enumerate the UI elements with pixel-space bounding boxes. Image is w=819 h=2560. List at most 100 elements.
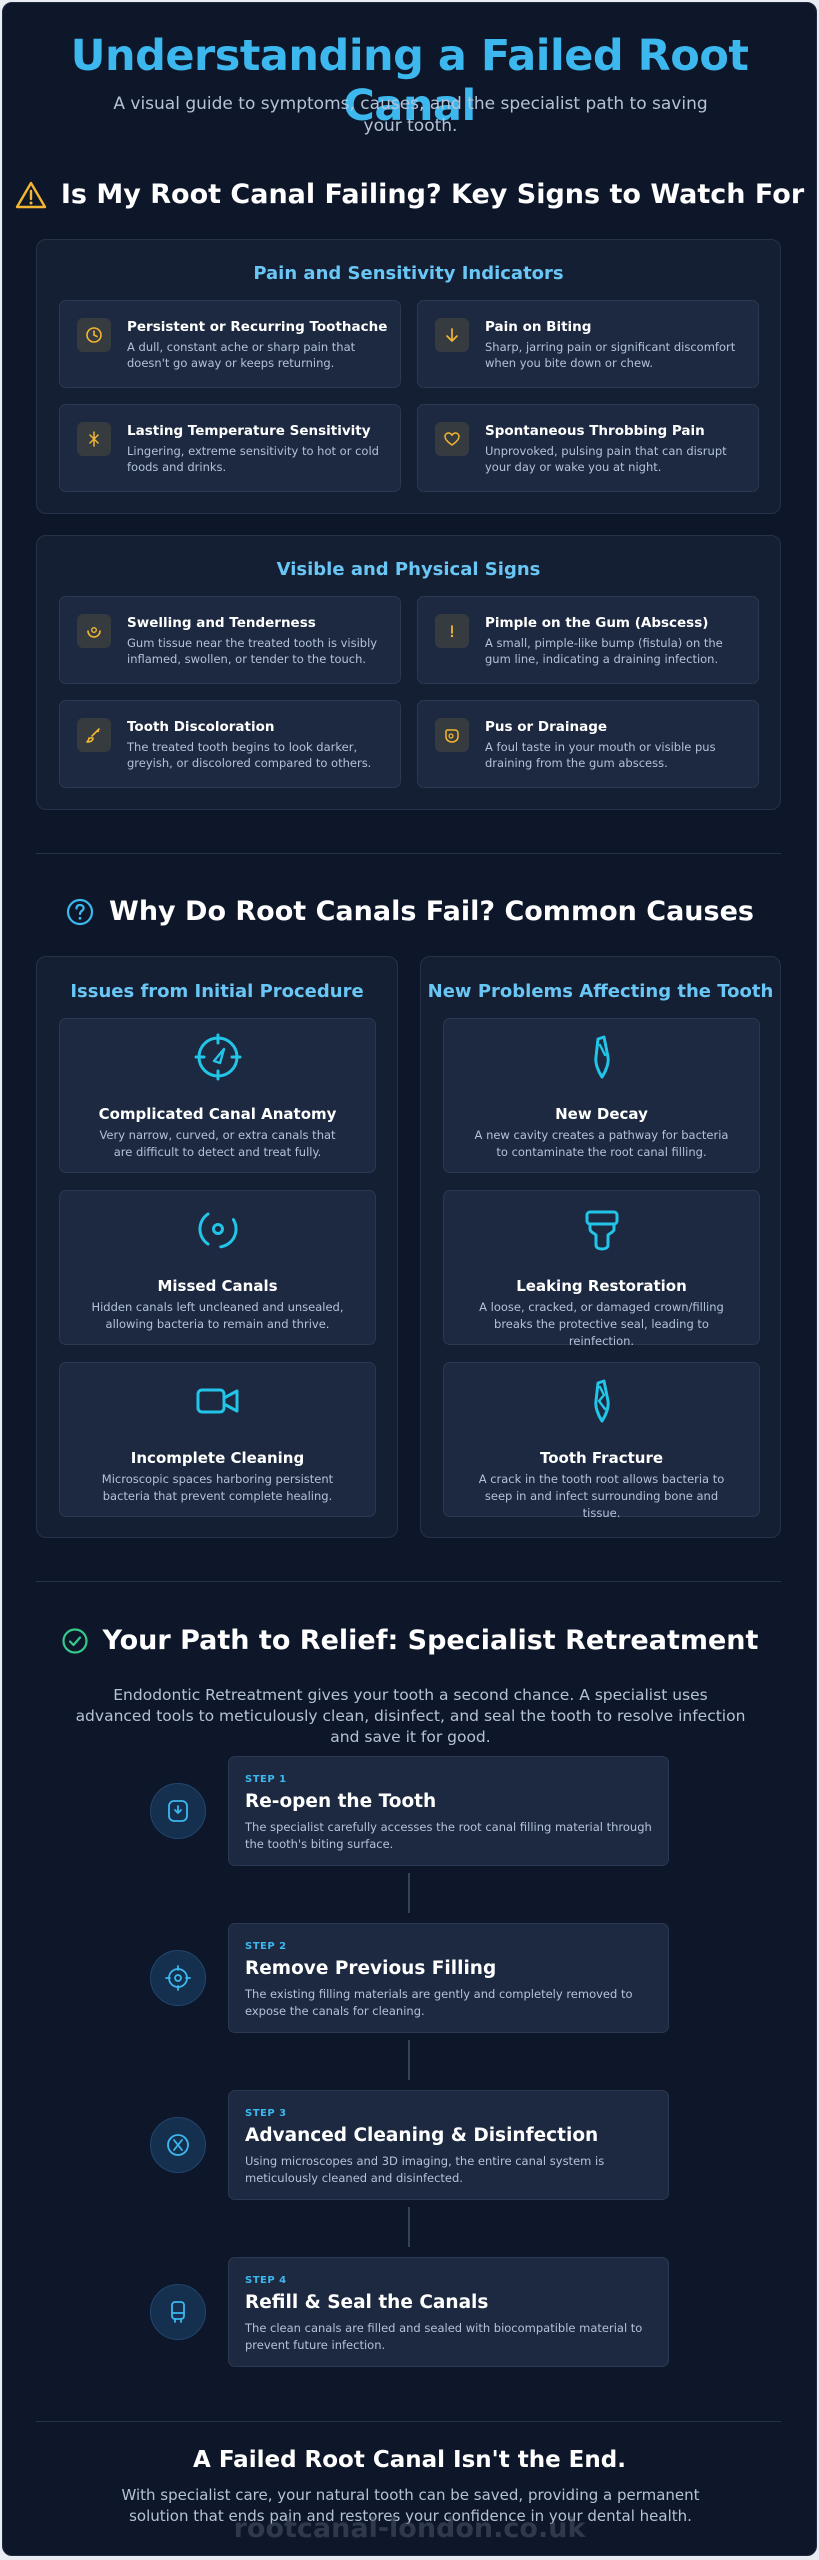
- signs-heading: Is My Root Canal Failing? Key Signs to W…: [3, 179, 816, 210]
- new-problems-panel: New Problems Affecting the Tooth New Dec…: [420, 956, 781, 1538]
- signs-heading-text: Is My Root Canal Failing? Key Signs to W…: [60, 179, 805, 210]
- watermark: rootcanal-london.co.uk: [233, 2513, 586, 2544]
- question-icon: [66, 898, 94, 925]
- cause-title: Complicated Canal Anatomy: [98, 1105, 337, 1123]
- drop-icon: [435, 718, 469, 752]
- sign-card: Swelling and Tenderness Gum tissue near …: [59, 596, 401, 684]
- page-subtitle: A visual guide to symptoms, causes, and …: [113, 94, 708, 136]
- sign-title: Swelling and Tenderness: [127, 615, 316, 631]
- sign-card: Persistent or Recurring Toothache A dull…: [59, 300, 401, 388]
- cause-card: Missed Canals Hidden canals left unclean…: [59, 1190, 376, 1345]
- pain-panel-title: Pain and Sensitivity Indicators: [253, 263, 564, 284]
- sign-title: Pain on Biting: [485, 319, 592, 335]
- step-label: STEP 4: [245, 2275, 287, 2286]
- cause-card: New Decay A new cavity creates a pathway…: [443, 1018, 760, 1173]
- warning-icon: [15, 181, 47, 208]
- sign-desc: Unprovoked, pulsing pain that can disrup…: [485, 444, 727, 474]
- step-card: STEP 3 Advanced Cleaning & Disinfection …: [228, 2090, 669, 2200]
- brush-icon: [77, 718, 111, 752]
- step-title: Advanced Cleaning & Disinfection: [245, 2125, 599, 2146]
- compass-icon: [60, 1033, 375, 1081]
- crown-icon: [444, 1205, 759, 1253]
- cause-desc: Hidden canals left uncleaned and unseale…: [91, 1300, 344, 1331]
- relief-heading-text: Your Path to Relief: Specialist Retreatm…: [102, 1625, 759, 1656]
- cause-title: Missed Canals: [157, 1277, 278, 1295]
- step-desc: The specialist carefully accesses the ro…: [245, 1820, 652, 1851]
- sign-card: Pimple on the Gum (Abscess) A small, pim…: [417, 596, 759, 684]
- page-title: Understanding a Failed Root Canal: [70, 31, 749, 131]
- sign-title: Tooth Discoloration: [127, 719, 275, 735]
- cause-card: Complicated Canal Anatomy Very narrow, c…: [59, 1018, 376, 1173]
- sign-desc: A foul taste in your mouth or visible pu…: [485, 740, 716, 770]
- sign-desc: A small, pimple-like bump (fistula) on t…: [485, 636, 723, 666]
- sign-desc: Lingering, extreme sensitivity to hot or…: [127, 444, 379, 474]
- sign-desc: Sharp, jarring pain or significant disco…: [485, 340, 736, 370]
- sign-title: Lasting Temperature Sensitivity: [127, 423, 371, 439]
- sign-desc: Gum tissue near the treated tooth is vis…: [127, 636, 378, 666]
- section-divider: [36, 853, 781, 854]
- step-connector: [408, 2040, 410, 2080]
- orbit-icon: [60, 1205, 375, 1253]
- cause-card: Incomplete Cleaning Microscopic spaces h…: [59, 1362, 376, 1517]
- heart-icon: [435, 422, 469, 456]
- relief-heading: Your Path to Relief: Specialist Retreatm…: [3, 1625, 816, 1656]
- microscope-icon: [150, 2117, 206, 2173]
- cause-desc: Microscopic spaces harboring persistent …: [101, 1472, 334, 1503]
- seal-icon: [150, 2284, 206, 2340]
- sign-title: Spontaneous Throbbing Pain: [485, 423, 705, 439]
- step-card: STEP 4 Refill & Seal the Canals The clea…: [228, 2257, 669, 2367]
- cause-card: Tooth Fracture A crack in the tooth root…: [443, 1362, 760, 1520]
- section-divider: [36, 2421, 781, 2422]
- swelling-icon: [77, 614, 111, 648]
- step-desc: The existing filling materials are gentl…: [245, 1987, 633, 2018]
- step-connector: [408, 1873, 410, 1913]
- visible-panel-title: Visible and Physical Signs: [276, 559, 541, 580]
- tooth-decay-icon: [444, 1033, 759, 1081]
- step-label: STEP 3: [245, 2108, 287, 2119]
- clock-icon: [77, 318, 111, 352]
- sign-card: Pain on Biting Sharp, jarring pain or si…: [417, 300, 759, 388]
- sign-title: Pus or Drainage: [485, 719, 608, 735]
- tooth-open-icon: [150, 1783, 206, 1839]
- initial-causes-panel: Issues from Initial Procedure Complicate…: [36, 956, 398, 1538]
- step-title: Re-open the Tooth: [245, 1791, 437, 1812]
- sign-title: Pimple on the Gum (Abscess): [485, 615, 709, 631]
- initial-causes-title: Issues from Initial Procedure: [70, 981, 364, 1002]
- alert-square-icon: [435, 614, 469, 648]
- sign-card: Pus or Drainage A foul taste in your mou…: [417, 700, 759, 788]
- snowflake-icon: [77, 422, 111, 456]
- causes-heading: Why Do Root Canals Fail? Common Causes: [3, 896, 816, 927]
- cause-title: New Decay: [555, 1105, 648, 1123]
- fracture-icon: [444, 1377, 759, 1425]
- closing-text: With specialist care, your natural tooth…: [121, 2486, 700, 2525]
- closing-title: A Failed Root Canal Isn't the End.: [193, 2447, 626, 2473]
- sign-title: Persistent or Recurring Toothache: [127, 319, 388, 335]
- new-problems-title: New Problems Affecting the Tooth: [427, 981, 774, 1002]
- step-desc: The clean canals are filled and sealed w…: [245, 2321, 643, 2352]
- cause-card: Leaking Restoration A loose, cracked, or…: [443, 1190, 760, 1348]
- cause-desc: A loose, cracked, or damaged crown/filli…: [479, 1300, 724, 1348]
- step-label: STEP 2: [245, 1941, 287, 1952]
- step-card: STEP 1 Re-open the Tooth The specialist …: [228, 1756, 669, 1866]
- sign-desc: The treated tooth begins to look darker,…: [127, 740, 372, 770]
- step-title: Remove Previous Filling: [245, 1958, 497, 1979]
- cause-desc: A crack in the tooth root allows bacteri…: [478, 1472, 725, 1520]
- sign-card: Tooth Discoloration The treated tooth be…: [59, 700, 401, 788]
- camera-icon: [60, 1377, 375, 1425]
- section-divider: [36, 1581, 781, 1582]
- cause-title: Leaking Restoration: [516, 1277, 687, 1295]
- step-title: Refill & Seal the Canals: [245, 2292, 489, 2313]
- visible-panel: Visible and Physical Signs Swelling and …: [36, 535, 781, 810]
- cause-title: Incomplete Cleaning: [130, 1449, 305, 1467]
- pain-panel: Pain and Sensitivity Indicators Persiste…: [36, 239, 781, 514]
- step-desc: Using microscopes and 3D imaging, the en…: [245, 2154, 605, 2185]
- arrow-down-icon: [435, 318, 469, 352]
- sign-desc: A dull, constant ache or sharp pain that…: [127, 340, 356, 370]
- cause-desc: Very narrow, curved, or extra canals tha…: [99, 1128, 336, 1159]
- target-icon: [150, 1950, 206, 2006]
- relief-intro: Endodontic Retreatment gives your tooth …: [75, 1686, 746, 1746]
- cause-title: Tooth Fracture: [539, 1449, 664, 1467]
- sign-card: Lasting Temperature Sensitivity Lingerin…: [59, 404, 401, 492]
- step-card: STEP 2 Remove Previous Filling The exist…: [228, 1923, 669, 2033]
